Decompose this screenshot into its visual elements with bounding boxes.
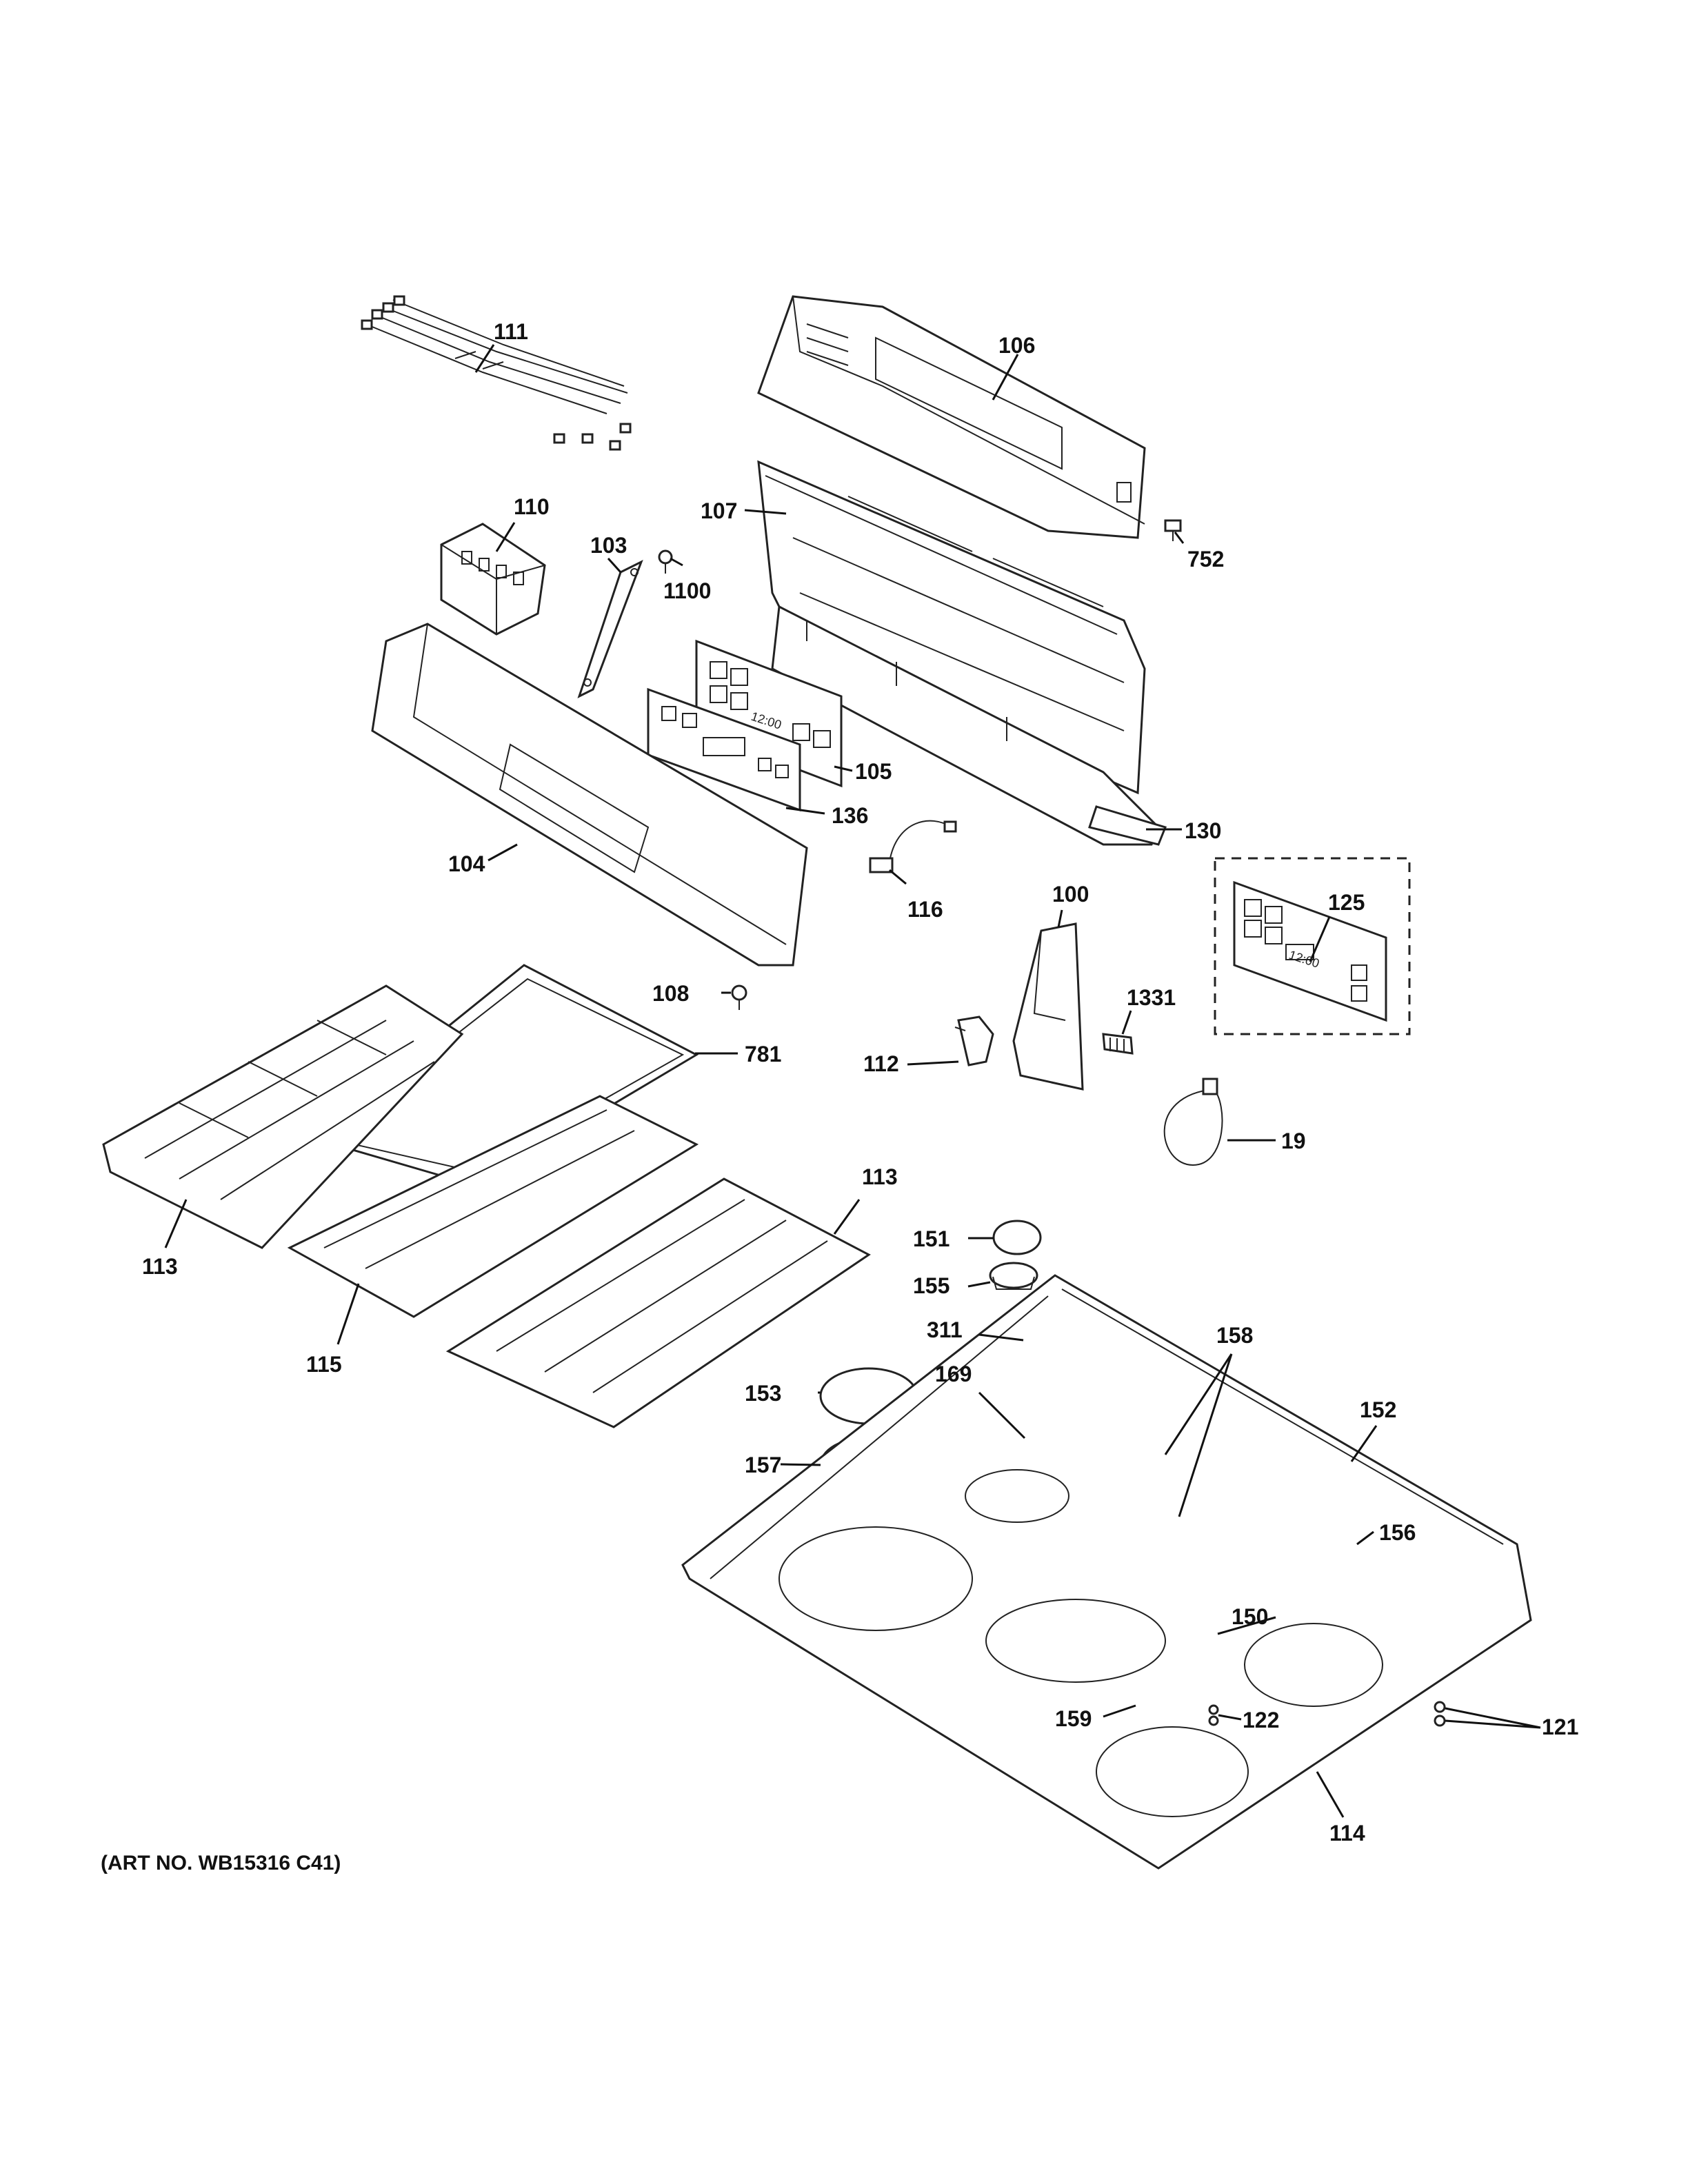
callout-1331: 1331 bbox=[1127, 985, 1176, 1010]
wire-harness-part bbox=[361, 295, 632, 451]
burner-head-part bbox=[989, 1262, 1038, 1290]
callout-19: 19 bbox=[1281, 1129, 1306, 1153]
screw-part bbox=[1434, 1701, 1446, 1727]
left-burner-grate-part bbox=[102, 984, 464, 1249]
callout-105: 105 bbox=[855, 759, 892, 784]
burner-cap-part bbox=[992, 1220, 1042, 1255]
screw-part bbox=[1164, 519, 1182, 541]
callout-100: 100 bbox=[1052, 882, 1089, 907]
callout-1100: 1100 bbox=[663, 578, 711, 603]
screw-part bbox=[1208, 1704, 1219, 1726]
callout-106: 106 bbox=[998, 333, 1035, 358]
igniter-part bbox=[954, 1015, 994, 1066]
callout-125: 125 bbox=[1328, 890, 1365, 915]
callout-103: 103 bbox=[590, 533, 627, 558]
callout-153: 153 bbox=[745, 1381, 781, 1406]
right-burner-grate-part bbox=[445, 1177, 871, 1428]
relay-board-part bbox=[440, 523, 546, 636]
callout-150: 150 bbox=[1232, 1604, 1268, 1629]
callout-752: 752 bbox=[1187, 547, 1224, 572]
callout-labels: 111 106 110 103 1100 107 752 105 136 104… bbox=[142, 319, 1578, 1846]
callout-155: 155 bbox=[913, 1273, 950, 1298]
callout-156: 156 bbox=[1379, 1520, 1416, 1545]
callout-107: 107 bbox=[701, 498, 737, 523]
callout-104: 104 bbox=[448, 851, 485, 876]
bracket-part bbox=[577, 559, 643, 698]
callout-158: 158 bbox=[1216, 1323, 1253, 1348]
callout-157: 157 bbox=[745, 1453, 781, 1477]
center-burner-grate-part bbox=[287, 1095, 699, 1318]
leader-lines bbox=[164, 344, 1541, 1818]
callout-169: 169 bbox=[935, 1362, 972, 1386]
screw-part bbox=[658, 549, 673, 574]
callout-152: 152 bbox=[1360, 1397, 1396, 1422]
callout-112: 112 bbox=[863, 1051, 899, 1076]
callout-111: 111 bbox=[494, 319, 528, 344]
callout-311: 311 bbox=[927, 1317, 963, 1342]
callout-114: 114 bbox=[1329, 1821, 1365, 1846]
harness-connector-part bbox=[869, 820, 957, 873]
callout-110: 110 bbox=[514, 494, 550, 519]
art-number-caption: (ART NO. WB15316 C41) bbox=[101, 1852, 341, 1874]
callout-130: 130 bbox=[1185, 818, 1221, 843]
backsplash-panel-part bbox=[757, 295, 1146, 539]
callout-122: 122 bbox=[1243, 1708, 1279, 1732]
screw-part bbox=[1102, 1033, 1134, 1055]
callout-781: 781 bbox=[745, 1042, 781, 1066]
callout-108: 108 bbox=[652, 981, 689, 1006]
control-board-part bbox=[695, 639, 843, 788]
callout-159: 159 bbox=[1055, 1706, 1092, 1731]
callout-113-right: 113 bbox=[862, 1164, 898, 1189]
callout-115: 115 bbox=[306, 1352, 342, 1377]
alternate-control-board-part bbox=[1214, 857, 1411, 1035]
callout-121: 121 bbox=[1542, 1715, 1578, 1739]
control-panel-frame-part bbox=[757, 460, 1146, 795]
mounting-bracket-part bbox=[1012, 922, 1084, 1091]
screw-part bbox=[731, 984, 747, 1010]
cable-tie-part bbox=[1163, 1078, 1223, 1166]
control-panel-part bbox=[371, 623, 808, 967]
callout-113-left: 113 bbox=[142, 1254, 178, 1279]
end-cap-trim-part bbox=[1088, 805, 1167, 846]
callout-151: 151 bbox=[913, 1226, 950, 1251]
callout-136: 136 bbox=[832, 803, 868, 828]
cooktop-main-top-part bbox=[681, 1274, 1532, 1870]
trim-strip-part bbox=[771, 605, 1160, 846]
callout-116: 116 bbox=[907, 897, 943, 922]
